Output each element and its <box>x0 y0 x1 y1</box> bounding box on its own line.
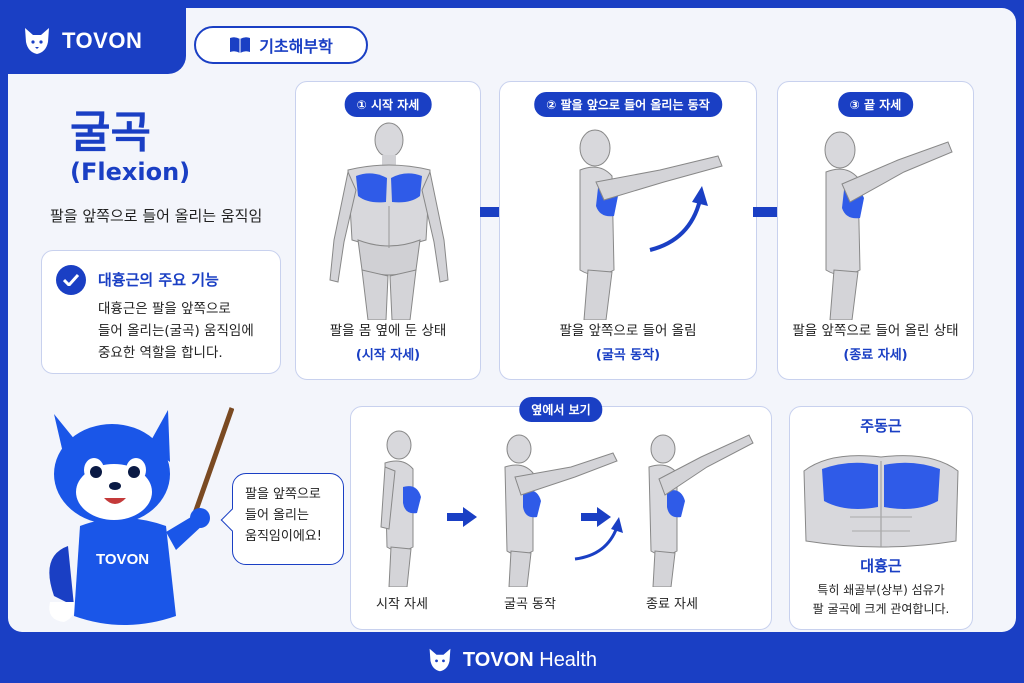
step-panel-flexion: ② 팔을 앞으로 들어 올리는 동작 팔을 앞쪽으로 들어 올림 (굴곡 동작) <box>499 81 757 380</box>
muscle-description: 특히 쇄골부(상부) 섬유가 팔 굴곡에 크게 관여합니다. <box>790 581 972 619</box>
side-caption: 시작 자세 <box>376 597 428 612</box>
side-view-pill: 옆에서 보기 <box>519 397 603 422</box>
category-label: 기초해부학 <box>259 37 333 56</box>
book-icon <box>230 37 251 53</box>
step-panel-start: ① 시작 자세 팔을 몸 옆에 둔 상태 (시작 자세) <box>295 81 481 380</box>
muscle-desc-line: 특히 쇄골부(상부) 섬유가 <box>817 583 945 597</box>
page-title: 굴곡 <box>70 107 151 158</box>
side-caption: 굴곡 동작 <box>504 597 556 612</box>
check-icon <box>56 265 86 295</box>
info-line: 들어 올리는(굴곡) 움직임에 <box>98 323 254 339</box>
info-line: 중요한 역할을 합니다. <box>98 345 223 361</box>
step-pill: ② 팔을 앞으로 들어 올리는 동작 <box>534 92 722 117</box>
step-pill: ③ 끝 자세 <box>837 92 914 117</box>
muscle-panel: 주동근 대흉근 특히 쇄골부(상부) 섬유가 팔 굴곡에 크게 관여합니다. <box>789 406 973 630</box>
page-title-english: (Flexion) <box>70 158 191 186</box>
step-panel-end: ③ 끝 자세 팔을 앞쪽으로 들어 올린 상태 (종료 자세) <box>777 81 974 380</box>
brand-logo[interactable]: TOVON <box>8 8 186 74</box>
info-title: 대흉근의 주요 기능 <box>98 271 219 289</box>
step-pill: ① 시작 자세 <box>344 92 432 117</box>
main-card: TOVON 기초해부학 굴곡 (Flexion) 팔을 앞쪽으로 들어 올리는 … <box>8 8 1016 632</box>
mascot-speech-bubble: 팔을 앞쪽으로 들어 올리는 움직임이에요! <box>220 473 344 565</box>
category-badge[interactable]: 기초해부학 <box>194 26 368 64</box>
page-subtitle: 팔을 앞쪽으로 들어 올리는 움직임 <box>50 207 263 225</box>
fox-mascot: TOVON <box>49 407 234 625</box>
side-body-raised-figure <box>824 131 953 320</box>
side-view-panel: 옆에서 보기 시작 자세 굴곡 동작 종료 자세 <box>350 397 772 630</box>
info-box: 대흉근의 주요 기능 대흉근은 팔을 앞쪽으로 들어 올리는(굴곡) 움직임에 … <box>41 250 281 374</box>
muscle-heading: 주동근 <box>860 417 902 435</box>
speech-line: 들어 올리는 <box>245 508 309 523</box>
speech-line: 움직임이에요! <box>245 529 322 544</box>
step-caption: 팔을 몸 옆에 둔 상태 <box>329 323 447 339</box>
side-caption: 종료 자세 <box>646 597 698 612</box>
speech-line: 팔을 앞쪽으로 <box>245 487 321 502</box>
side-view-figures <box>380 430 754 587</box>
footer: TOVON Health <box>0 640 1024 680</box>
step-subcaption: (종료 자세) <box>843 348 908 363</box>
fox-logo-icon <box>25 28 49 54</box>
side-body-raising-figure <box>579 129 723 320</box>
info-line: 대흉근은 팔을 앞쪽으로 <box>98 301 231 317</box>
brand-name: TOVON <box>62 28 143 53</box>
front-body-figure <box>329 122 449 320</box>
step-subcaption: (시작 자세) <box>355 348 421 363</box>
info-body: 대흉근은 팔을 앞쪽으로 들어 올리는(굴곡) 움직임에 중요한 역할을 합니다… <box>98 298 254 364</box>
muscle-desc-line: 팔 굴곡에 크게 관여합니다. <box>812 602 950 616</box>
muscle-name: 대흉근 <box>860 557 902 575</box>
step-caption: 팔을 앞쪽으로 들어 올린 상태 <box>792 323 959 339</box>
pectoralis-figure <box>803 455 959 548</box>
svg-text:TOVON: TOVON <box>96 551 149 568</box>
step-subcaption: (굴곡 동작) <box>595 348 661 363</box>
fox-logo-icon <box>429 648 451 672</box>
step-caption: 팔을 앞쪽으로 들어 올림 <box>559 323 697 339</box>
footer-brand: TOVON Health <box>462 648 598 671</box>
